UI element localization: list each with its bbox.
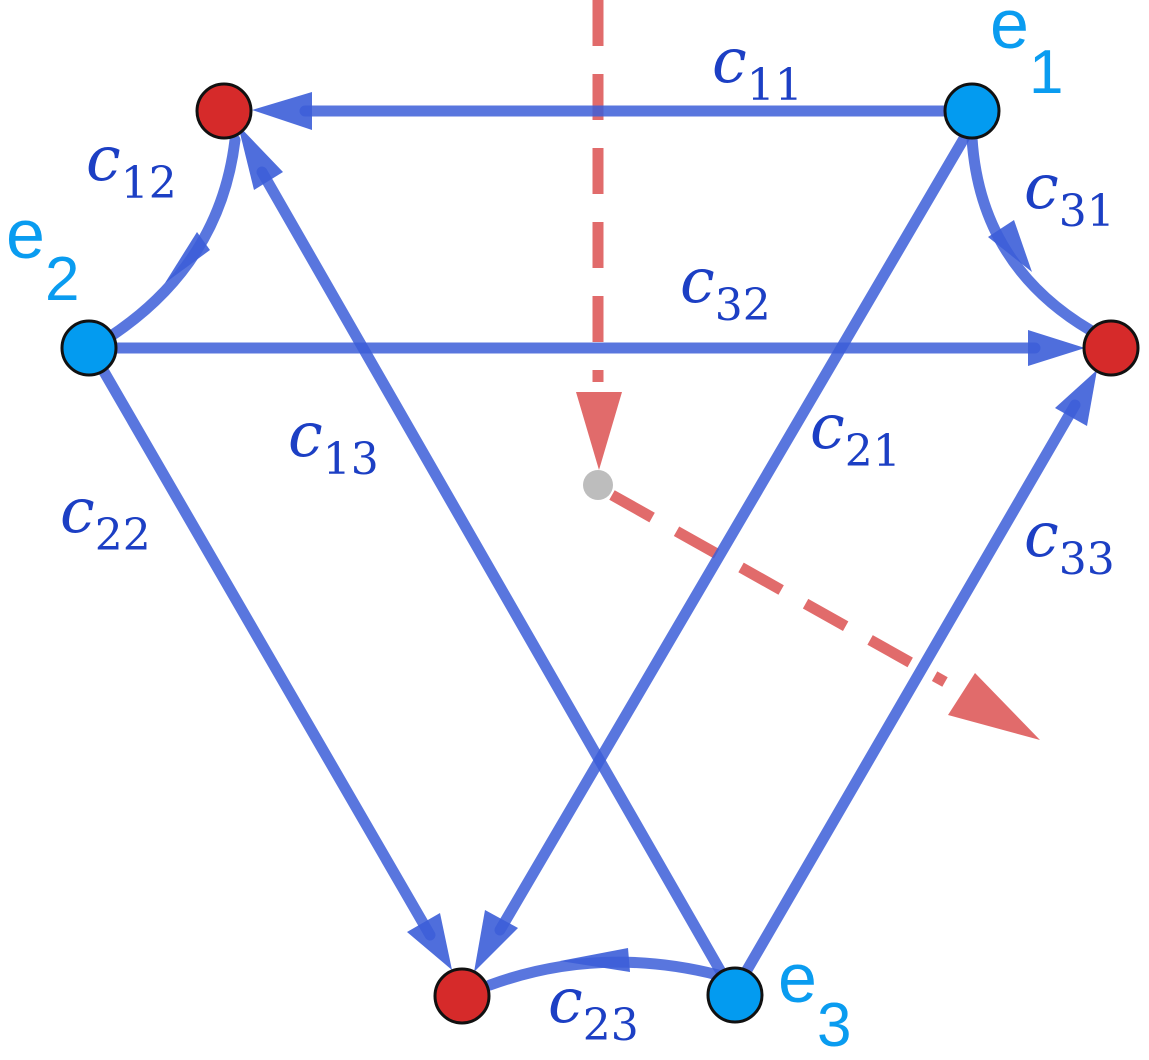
node-labels: e1 e2 e3	[6, 0, 1063, 1060]
label-e2: e2	[6, 195, 79, 314]
label-c31: c31	[1024, 150, 1115, 237]
sink-node-right	[1082, 319, 1140, 377]
source-node-e1	[943, 82, 1001, 140]
edge-c11-arrowhead	[252, 92, 312, 130]
flow-arrowhead-vertical	[576, 392, 622, 470]
edge-c33-arrowhead	[1055, 370, 1097, 426]
label-e3: e3	[778, 939, 851, 1060]
nodes	[60, 82, 1140, 1025]
label-c13: c13	[288, 398, 379, 485]
label-c11: c11	[712, 24, 803, 111]
edge-c33	[741, 399, 1081, 976]
label-c21: c21	[810, 390, 901, 477]
edge-c22	[97, 364, 436, 941]
edge-c31-arrowhead	[988, 220, 1032, 272]
label-c23: c23	[548, 964, 639, 1051]
edge-c21-arrowhead	[474, 910, 518, 972]
source-node-e2	[60, 319, 118, 377]
flow-arrowhead-diagonal	[948, 673, 1040, 740]
edge-c23-arrowhead	[560, 948, 630, 972]
center-point	[583, 470, 613, 500]
edge-labels: c11 c12 c13 c21 c22 c23 c31 c32 c33	[60, 24, 1115, 1051]
edge-c12-arrowhead	[165, 232, 210, 283]
edge-c13	[256, 166, 727, 978]
flow-arrows	[576, 0, 1040, 740]
edges	[97, 92, 1097, 991]
label-c32: c32	[680, 244, 771, 331]
edge-c13-arrowhead	[238, 125, 283, 190]
sink-node-top-left	[195, 82, 253, 140]
label-c22: c22	[60, 474, 151, 561]
flow-arrow-diagonal	[609, 490, 948, 687]
label-c33: c33	[1024, 498, 1115, 585]
edge-c22-arrowhead	[407, 913, 452, 970]
label-e1: e1	[990, 0, 1063, 107]
label-c12: c12	[86, 122, 177, 209]
sink-node-bottom	[433, 967, 491, 1025]
source-node-e3	[706, 966, 764, 1024]
edge-c32-arrowhead	[1028, 330, 1085, 366]
edge-c21	[494, 129, 972, 936]
